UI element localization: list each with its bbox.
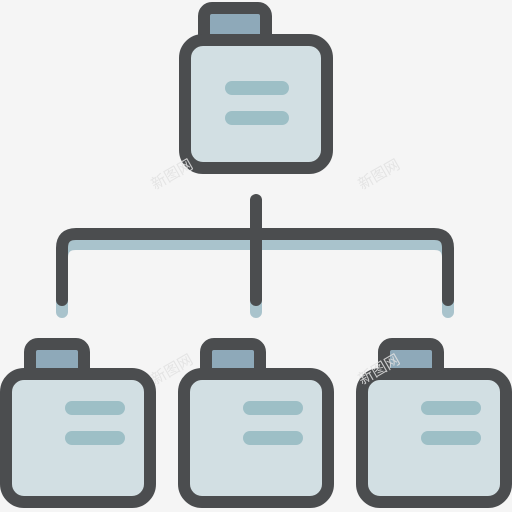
watermark-text: 新图网 bbox=[355, 155, 403, 193]
top-node-box bbox=[179, 34, 333, 174]
watermark-text: 新图网 bbox=[148, 155, 196, 193]
top-node-folder bbox=[179, 2, 333, 174]
child-node-left-folder bbox=[0, 338, 156, 508]
child-node-right-folder bbox=[356, 338, 512, 508]
connector-lines bbox=[56, 194, 454, 306]
child-node-center-folder bbox=[178, 338, 334, 508]
watermark-layer: 新图网 新图网 新图网 新图网 bbox=[148, 155, 403, 388]
